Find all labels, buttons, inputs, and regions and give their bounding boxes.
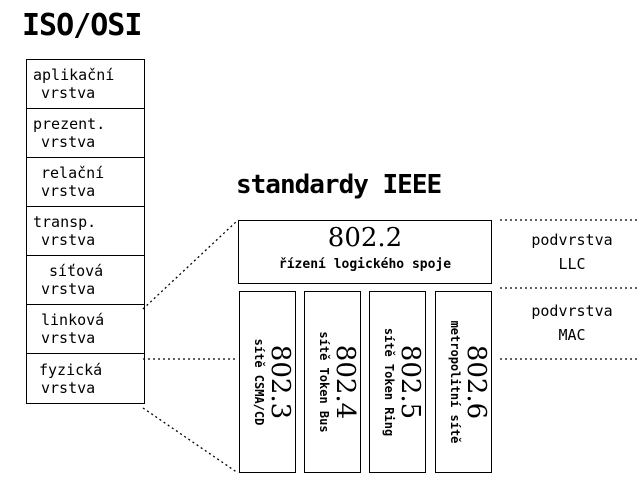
layer-label: prezent. (33, 115, 106, 133)
mac-standard-label: metropolitní sítě (447, 320, 462, 444)
layer-label: vrstva (41, 182, 96, 200)
mac-standard-box-8026: 802.6 metropolitní sítě (435, 291, 492, 473)
layer-label: vrstva (41, 133, 96, 151)
osi-layer-session: relační vrstva (27, 158, 144, 207)
osi-layer-presentation: prezent. vrstva (27, 109, 144, 158)
osi-layer-physical: fyzická vrstva (27, 354, 144, 403)
osi-layer-network: síťová vrstva (27, 256, 144, 305)
layer-label: aplikační (33, 66, 115, 84)
layer-label: linková (41, 311, 105, 329)
layer-label: vrstva (41, 280, 96, 298)
osi-layer-transport: transp. vrstva (27, 207, 144, 256)
layer-label: fyzická (39, 360, 103, 379)
mac-standard-box-8025: 802.5 sítě Token Ring (369, 291, 426, 473)
sublayer-mac-label: podvrstva MAC (512, 299, 632, 347)
mac-standard-box-8024: 802.4 sítě Token Bus (304, 291, 361, 473)
llc-standard-number: 802.2 (327, 223, 403, 253)
osi-layer-datalink: linková vrstva (27, 305, 144, 354)
layer-label: vrstva (41, 378, 96, 397)
layer-label: vrstva (41, 84, 96, 102)
layer-label: transp. (33, 213, 97, 231)
llc-standard-box: 802.2 řízení logického spoje (238, 220, 492, 284)
connector-osi-to-llc (142, 219, 239, 310)
sublayer-abbrev: LLC (558, 255, 586, 273)
layer-label: síťová (49, 262, 104, 280)
mac-standard-label: sítě Token Bus (316, 331, 331, 433)
mac-standard-label: sítě CSMA/CD (251, 338, 266, 426)
mac-standard-number: 802.6 (460, 344, 491, 420)
mac-standard-number: 802.4 (329, 344, 360, 420)
sublayer-abbrev: MAC (558, 326, 586, 344)
mac-standard-number: 802.3 (264, 344, 295, 420)
llc-standard-label: řízení logického spoje (278, 257, 452, 272)
mac-standard-box-8023: 802.3 sítě CSMA/CD (239, 291, 296, 473)
connector-osi-physical (142, 407, 239, 474)
sublayer-llc-label: podvrstva LLC (512, 228, 632, 276)
ieee-title: standardy IEEE (236, 170, 442, 200)
mac-standard-label: sítě Token Ring (381, 327, 396, 437)
layer-label: vrstva (41, 329, 96, 347)
osi-layer-stack: aplikační vrstva prezent. vrstva relační… (26, 59, 145, 404)
mac-standard-number: 802.5 (394, 344, 425, 420)
osi-title: ISO/OSI (22, 8, 142, 43)
osi-layer-application: aplikační vrstva (27, 60, 144, 109)
sublayer-name: podvrstva (531, 302, 613, 320)
layer-label: relační (41, 164, 105, 182)
layer-label: vrstva (41, 231, 96, 249)
sublayer-name: podvrstva (531, 231, 613, 249)
